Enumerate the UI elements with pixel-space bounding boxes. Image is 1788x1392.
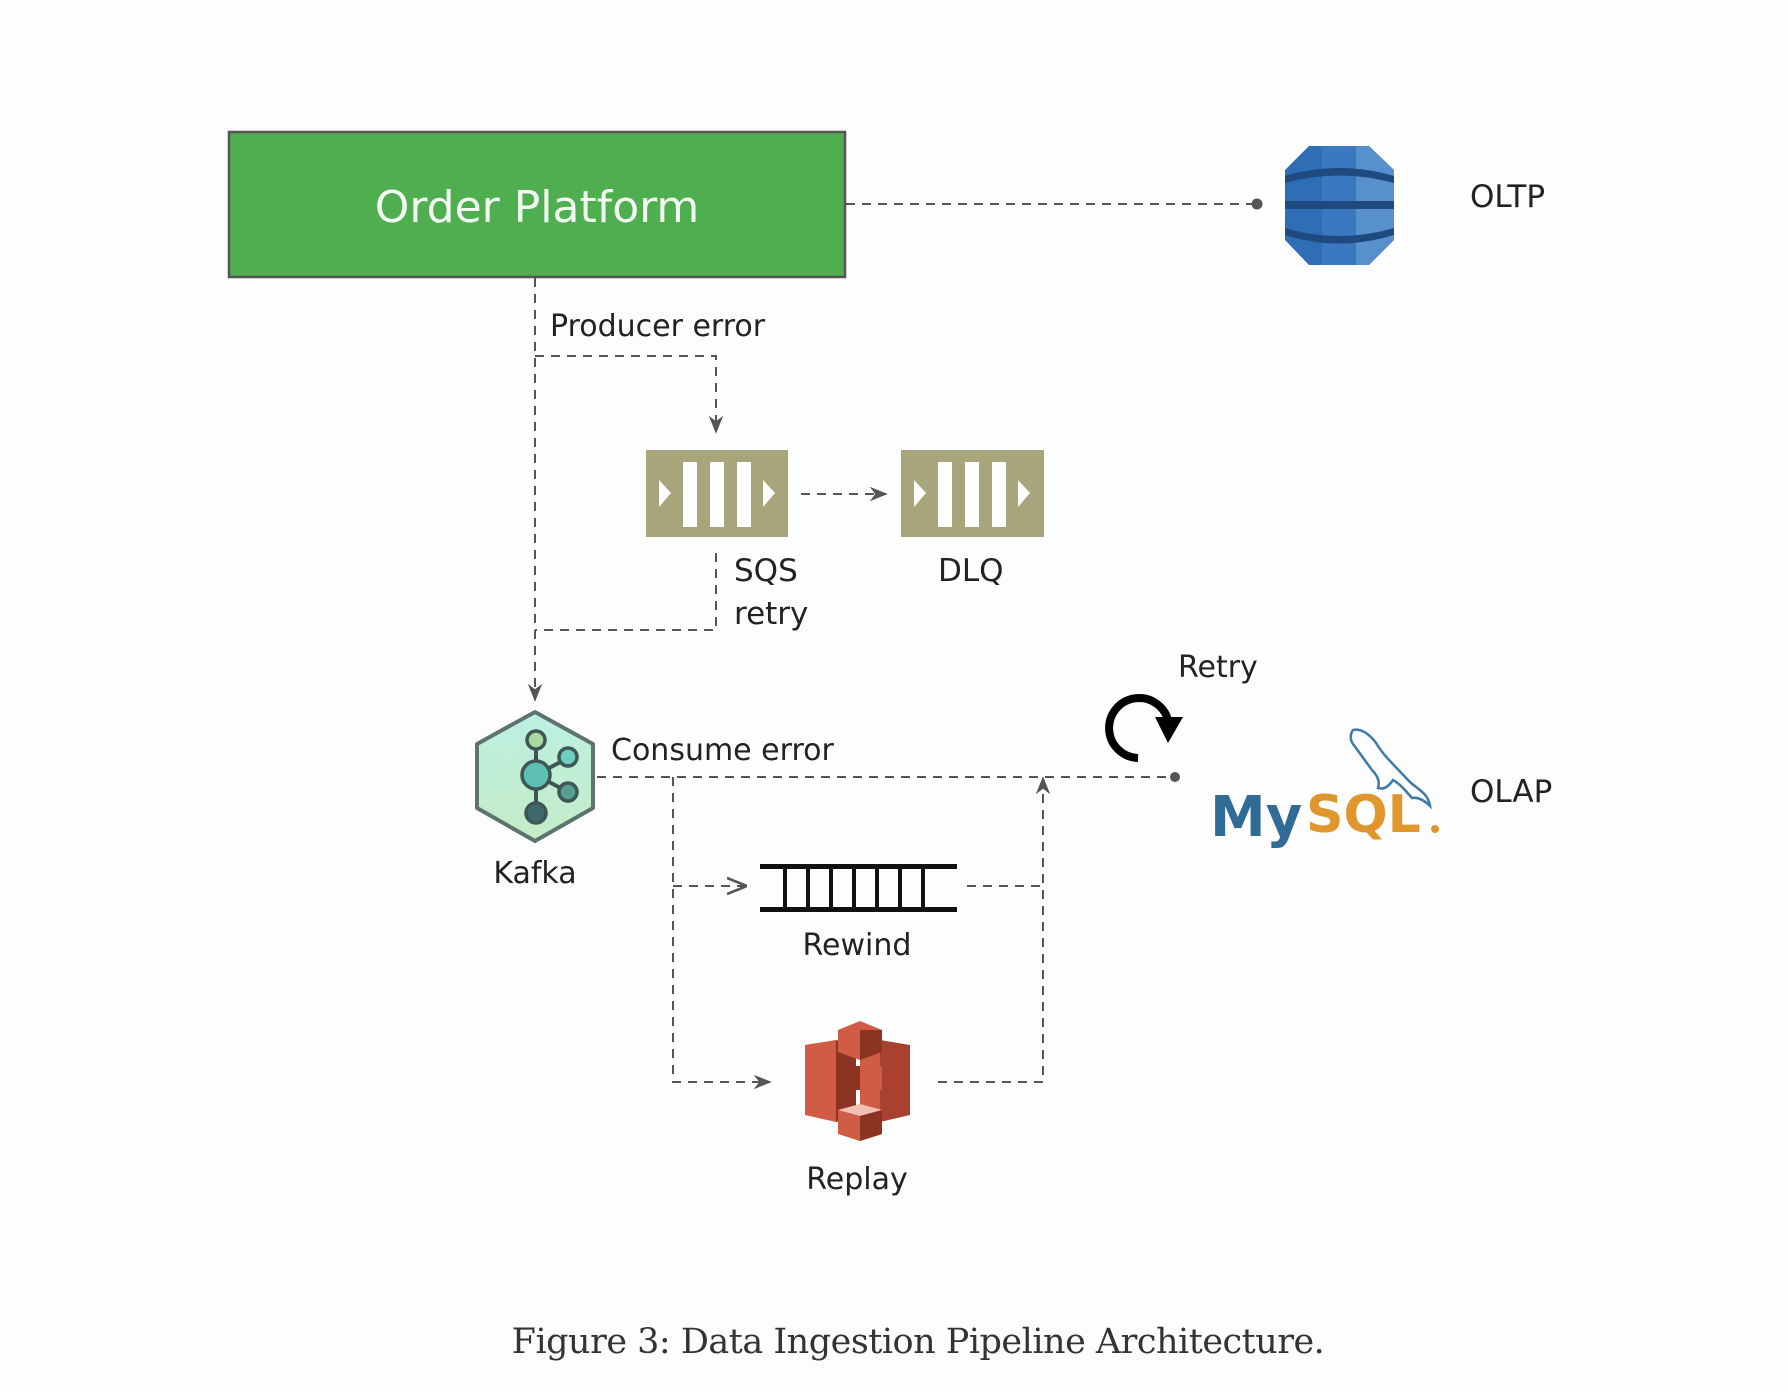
oltp-label: OLTP [1470,179,1545,215]
edge-consume-error [597,772,1180,1090]
kafka-label: Kafka [493,856,576,891]
order-platform-label: Order Platform [375,182,700,233]
retry-arrow-icon [1105,694,1183,762]
order-platform-box [227,130,847,279]
mysql-logo-sql: SQL [1306,785,1421,845]
dlq-label: DLQ [938,553,1004,589]
consume-error-label: Consume error [611,733,834,768]
kafka-hexagon-icon [475,710,595,843]
figure-caption: Figure 3: Data Ingestion Pipeline Archit… [511,1322,1325,1362]
ladder-icon [760,864,957,912]
rewind-label: Rewind [803,928,912,963]
order-platform-node: Order Platform [227,130,847,279]
dlq-queue-icon [901,450,1044,537]
connector-dot [1170,772,1180,782]
s3-bucket-icon [805,1021,910,1141]
sqs-queue-icon [646,450,788,537]
retry-label: Retry [1178,650,1258,685]
connector-dot [1251,198,1263,210]
mysql-logo: My SQL [1210,728,1439,850]
sqs-retry-label: retry [734,596,808,632]
olap-label: OLAP [1470,774,1552,810]
replay-label: Replay [806,1162,907,1197]
producer-error-label: Producer error [550,309,766,344]
sqs-label: SQS [734,553,798,589]
edge-order-to-oltp [846,198,1263,210]
dynamodb-database-icon [1285,146,1394,265]
edge-producer-error [527,278,724,702]
mysql-logo-my: My [1210,785,1302,850]
